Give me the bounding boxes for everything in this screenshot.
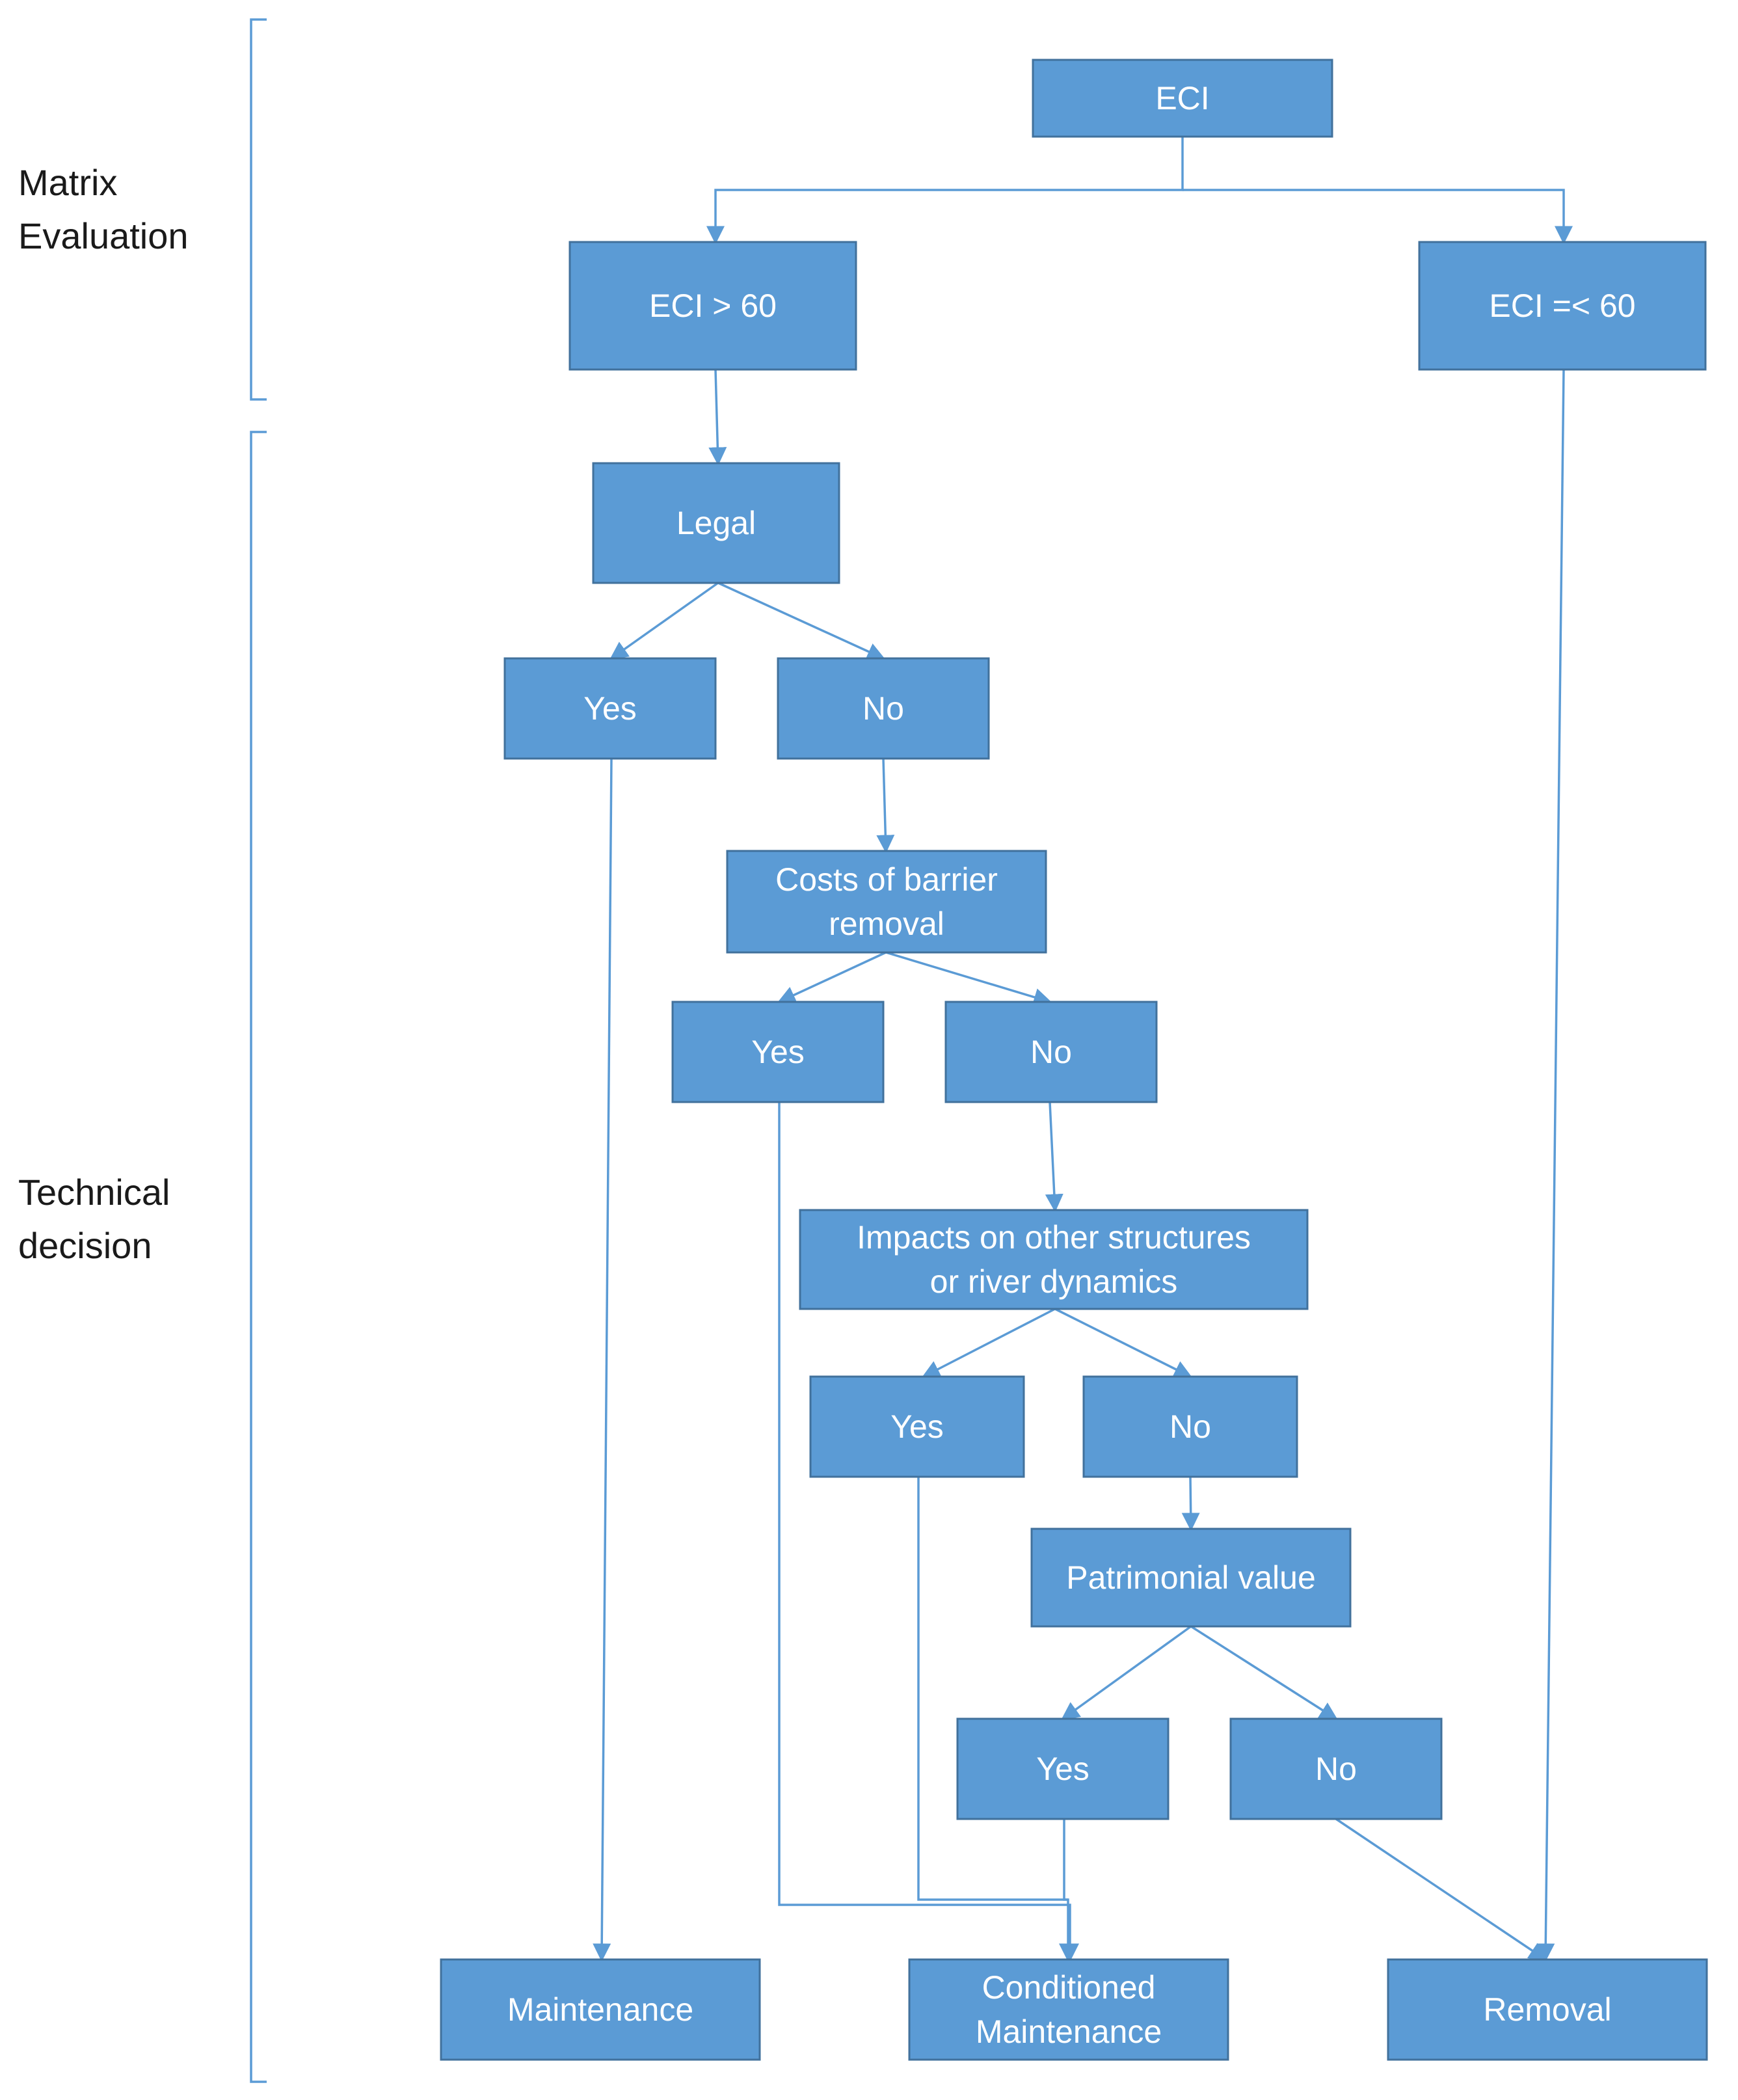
node-impacts: Impacts on other structures or river dyna… [799,1209,1309,1310]
node-patrimonial-no: No [1229,1717,1443,1820]
node-eci: ECI [1032,59,1333,138]
connectors [593,137,1573,1962]
node-removal: Removal [1387,1958,1708,2061]
edge-legal-yes-to-maint [593,758,613,1962]
node-impacts-no-label-1: No [1170,1408,1211,1445]
edge-impacts-to-yes [921,1308,1056,1378]
edge-patr-to-yes [1061,1625,1192,1721]
section-label-matrix-line1: Matrix [18,162,118,203]
node-eci-gt: ECI > 60 [568,241,857,371]
edge-costs-no-to-impacts [1045,1101,1063,1213]
section-label-technical-decision: Technical decision [18,1166,170,1272]
node-patrimonial-yes-box [956,1717,1170,1820]
node-legal-no-box [777,657,990,760]
node-legal-no: No [777,657,990,760]
edge-impacts-to-no [1054,1308,1193,1378]
node-patrimonial-yes-label-1: Yes [1036,1751,1090,1787]
node-costs-yes: Yes [671,1001,885,1103]
node-impacts-yes-label-1: Yes [890,1408,944,1445]
node-costs-box [726,850,1047,954]
edge-patr-to-no [1190,1625,1338,1720]
node-impacts-box [799,1209,1309,1310]
node-legal-yes: Yes [503,657,717,760]
node-legal-box [592,462,840,584]
node-costs: Costs of barrier removal [726,850,1047,954]
node-conditioned-label-1: Conditioned [982,1969,1156,2006]
node-maintenance-box [440,1958,761,2061]
node-eci-le-box [1418,241,1707,371]
brace-technical-decision [250,431,267,2083]
edge-legal-to-yes [609,582,719,660]
node-costs-yes-box [671,1001,885,1103]
node-removal-box [1387,1958,1708,2061]
edge-legal-to-no [717,582,886,660]
section-label-technical-line2: decision [18,1225,152,1266]
node-costs-label-1: Costs of barrier [775,861,998,898]
node-patrimonial-label-1: Patrimonial value [1066,1559,1316,1596]
node-patrimonial-no-label-1: No [1315,1751,1357,1787]
node-eci-gt-label-1: ECI > 60 [649,288,777,324]
node-eci-box [1032,59,1333,138]
node-conditioned-box [908,1958,1229,2061]
node-impacts-label-1: Impacts on other structures [857,1219,1251,1256]
node-costs-label-2: removal [829,906,944,942]
node-legal-no-label-1: No [862,690,904,727]
edge-costs-to-no [885,951,1052,1006]
node-impacts-yes: Yes [809,1375,1025,1478]
section-label-matrix-line2: Evaluation [18,215,189,256]
node-costs-no: No [944,1001,1158,1103]
node-legal: Legal [592,462,840,584]
section-label-matrix-evaluation: Matrix Evaluation [18,156,189,263]
node-conditioned-label-2: Maintenance [976,2013,1162,2050]
node-patrimonial-yes: Yes [956,1717,1170,1820]
node-costs-yes-label-1: Yes [751,1034,805,1070]
node-maintenance-label-1: Maintenance [507,1991,693,2028]
node-eci-le-label-1: ECI =< 60 [1489,288,1635,324]
brace-matrix-evaluation [250,18,267,401]
node-maintenance: Maintenance [440,1958,761,2061]
node-patrimonial-no-box [1229,1717,1443,1820]
edge-costs-yes-to-cond [778,1102,1079,1962]
edge-legal-no-to-costs [876,758,895,854]
node-eci-gt-box [568,241,857,371]
node-impacts-yes-box [809,1375,1025,1478]
node-legal-yes-box [503,657,717,760]
edge-impacts-no-to-patr [1181,1476,1200,1531]
edge-gt-to-legal [708,369,727,466]
node-removal-label-1: Removal [1483,1991,1611,2028]
edge-costs-to-yes [777,951,887,1004]
node-costs-no-label-1: No [1030,1034,1072,1070]
node-impacts-no: No [1082,1375,1298,1478]
node-eci-label-1: ECI [1155,80,1209,116]
edge-eci-to-le [1183,189,1573,245]
node-legal-yes-label-1: Yes [583,690,637,727]
section-label-technical-line1: Technical [18,1172,170,1213]
edge-patr-no-to-removal [1335,1818,1547,1961]
node-costs-no-box [944,1001,1158,1103]
edge-impacts-yes-to-cond [917,1477,1068,1901]
node-patrimonial: Patrimonial value [1030,1528,1352,1628]
edge-le-to-removal [1536,369,1565,1962]
node-impacts-no-box [1082,1375,1298,1478]
edge-eci-to-gt [706,137,1184,245]
node-impacts-label-2: or river dynamics [930,1263,1178,1300]
node-patrimonial-box [1030,1528,1352,1628]
node-eci-le: ECI =< 60 [1418,241,1707,371]
edge-patr-yes-to-cond [1059,1819,1077,1962]
node-legal-label-1: Legal [676,505,756,541]
